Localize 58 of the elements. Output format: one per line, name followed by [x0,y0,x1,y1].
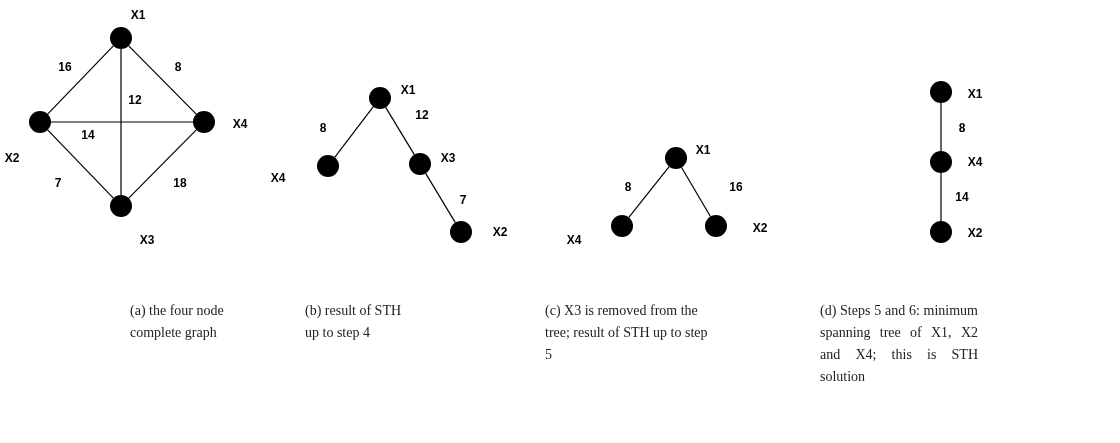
graph-vertex [409,153,431,175]
edge-weight: 14 [80,128,96,142]
vertex-label: X2 [4,151,20,165]
edge-weight: 16 [728,180,744,194]
vertex-label: X1 [400,83,416,97]
edge-weight: 12 [127,93,143,107]
graph-vertex [317,155,339,177]
vertex-label: X3 [139,233,155,247]
graph-edge [47,45,114,115]
vertex-label: X4 [232,117,248,131]
panel-caption: (c) X3 is removed from the tree; result of STH up to step 5 [545,302,709,364]
graph-edge [385,106,415,156]
graph-edge [128,129,197,199]
graph-edge [940,172,942,222]
vertex-label: X1 [130,8,146,22]
graph-edge [940,102,942,152]
vertex-label: X4 [270,171,286,185]
edge-weight: 16 [57,60,73,74]
edge-weight: 8 [318,121,328,135]
graph-vertex [611,215,633,237]
graph-edge [120,48,122,196]
vertex-label: X2 [752,221,768,235]
edge-weight: 18 [172,176,188,190]
vertex-label: X2 [967,226,983,240]
edge-weight: 8 [623,180,633,194]
panel-caption: (b) result of STH up to step 4 [305,302,403,342]
vertex-label: X1 [695,143,711,157]
edge-weight: 14 [954,190,970,204]
vertex-label: X4 [566,233,582,247]
graph-edge [334,106,374,158]
graph-vertex [110,195,132,217]
vertex-label: X4 [967,155,983,169]
vertex-label: X2 [492,225,508,239]
graph-vertex [369,87,391,109]
graph-edge [47,129,114,199]
graph-vertex [193,111,215,133]
graph-vertex [450,221,472,243]
graph-edge [681,166,711,218]
edge-weight: 12 [414,108,430,122]
graph-edge [628,166,670,218]
graph-vertex [930,221,952,243]
graph-vertex [665,147,687,169]
edge-weight: 8 [957,121,967,135]
graph-edge [128,45,197,115]
vertex-label: X1 [967,87,983,101]
edge-weight: 8 [173,60,183,74]
panel-caption: (d) Steps 5 and 6: minimum spanning tree of X1, X2 and X4; this is STH solution [820,302,978,386]
graph-edge [50,121,194,123]
graph-vertex [930,81,952,103]
graph-vertex [930,151,952,173]
panel-caption: (a) the four node complete graph [130,302,225,342]
graph-edge [425,172,456,224]
edge-weight: 7 [458,193,468,207]
vertex-label: X3 [440,151,456,165]
graph-vertex [110,27,132,49]
graph-vertex [29,111,51,133]
edge-weight: 7 [53,176,63,190]
graph-vertex [705,215,727,237]
